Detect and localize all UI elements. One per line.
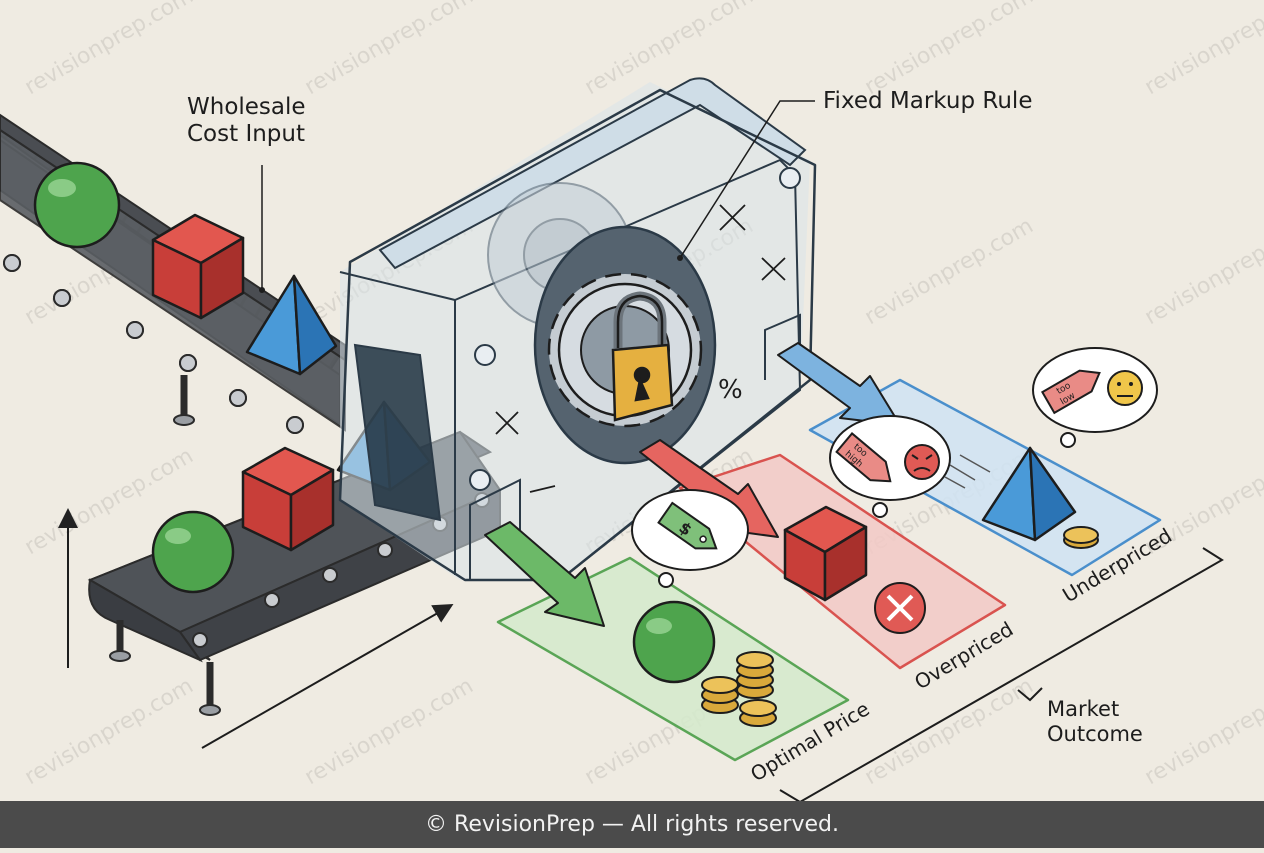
market-label-line2: Outcome: [1047, 722, 1143, 747]
green-sphere-conveyor: [153, 512, 233, 592]
neutral-face-icon: [1108, 371, 1142, 405]
fixed-markup-label: Fixed Markup Rule: [823, 88, 1032, 115]
watermark-text: revisionprep.com: [1141, 673, 1264, 790]
watermark-text: revisionprep.com: [581, 0, 758, 100]
watermark-text: revisionprep.com: [861, 213, 1038, 330]
angry-face-icon: [905, 445, 939, 479]
market-outcome-label: Market Outcome: [1047, 697, 1143, 747]
watermark-text: revisionprep.com: [21, 673, 198, 790]
wholesale-cost-label: Wholesale Cost Input: [187, 94, 306, 148]
bubble-underpriced: too low: [1033, 348, 1157, 447]
percent-symbol: %: [718, 375, 743, 405]
market-label-line1: Market: [1047, 697, 1143, 722]
watermark-text: revisionprep.com: [1141, 0, 1264, 100]
green-sphere-input: [35, 163, 119, 247]
watermark-text: revisionprep.com: [861, 673, 1038, 790]
copyright-footer: © RevisionPrep — All rights reserved.: [0, 801, 1264, 848]
watermark-text: revisionprep.com: [861, 0, 1038, 100]
wholesale-label-line2: Cost Input: [187, 121, 306, 148]
x-mark-icon: [875, 583, 925, 633]
watermark-text: revisionprep.com: [301, 0, 478, 100]
wholesale-label-line1: Wholesale: [187, 94, 306, 121]
watermark-text: revisionprep.com: [21, 0, 198, 100]
watermark-text: revisionprep.com: [301, 673, 478, 790]
watermark-text: revisionprep.com: [1141, 213, 1264, 330]
